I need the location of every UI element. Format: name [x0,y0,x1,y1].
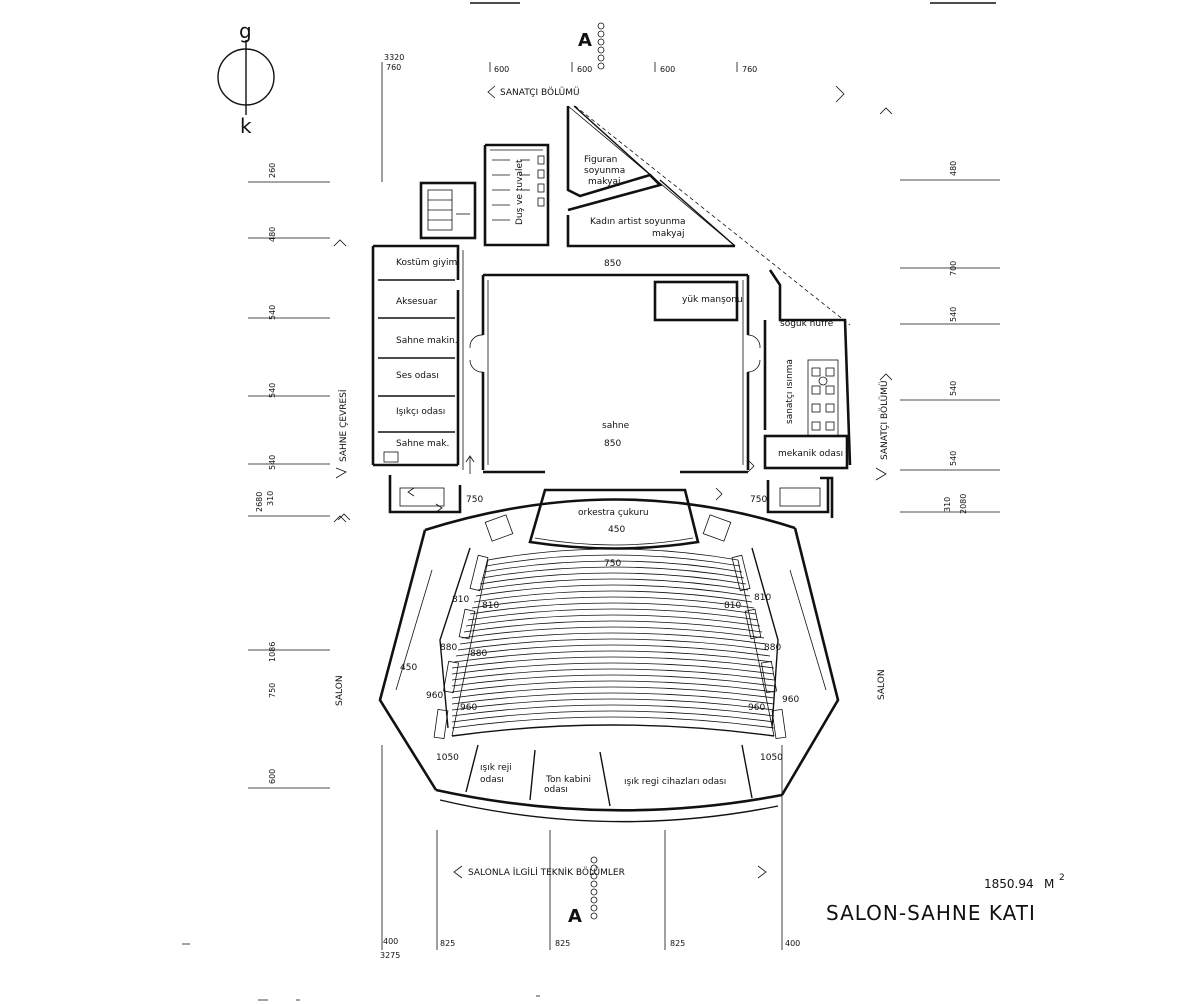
dim-top-600: 600 [494,65,509,74]
dim-right-540: 540 [949,451,958,466]
dim-top-760: 760 [742,65,757,74]
dim-bottom-400: 400 [785,939,800,948]
dimension-labels: 3320 760 600 600 600 760 260 480 540 540… [255,53,968,960]
room-kostum: Kostüm giyim [396,258,457,268]
dim-row-810: 810 [754,593,771,603]
room-kadin-artist: Kadın artist soyunma [590,217,686,227]
room-labels: Figuran soyunma makyaj Duş ve tuvalet Ka… [396,155,843,795]
dim-side-750-right: 750 [750,495,767,505]
dim-left-540: 540 [268,455,277,470]
room-soguk-hufre: soğuk hüfre [780,319,834,329]
room-mekanik-odasi: mekanik odası [778,449,843,459]
room-orkestra-dim: 450 [608,525,625,535]
dim-left-310: 310 [266,491,275,506]
dim-row-810: 810 [482,601,499,611]
dim-row-880: 880 [764,643,781,653]
area-value: 1850.94 [984,877,1034,891]
dim-row-960: 960 [426,691,443,701]
dim-row-750: 750 [604,559,621,569]
zone-artist-top: SANATÇI BÖLÜMÜ [500,87,580,98]
dim-left-260: 260 [268,163,277,178]
dim-row-1050: 1050 [436,753,459,763]
dim-top-760: 760 [386,63,401,72]
room-sahne-makin: Sahne makin. [396,336,458,346]
room-isik-regi-cihaz: ışık regi cihazları odası [624,777,726,787]
title-block: 1850.94 M 2 SALON-SAHNE KATI [826,873,1065,925]
dimension-lines [182,62,1000,1001]
dim-row-960: 960 [460,703,477,713]
compass-icon: g k [217,19,275,138]
room-yuk-mansonu: yük manşonu [682,295,743,305]
area-unit: M [1044,877,1054,891]
dim-right-480: 480 [949,161,958,176]
room-figuran-line3: makyaj [588,177,621,187]
area-unit-superscript: 2 [1059,873,1065,883]
dim-stage-width: 850 [604,259,621,269]
dim-left-540: 540 [268,305,277,320]
room-sanatci-isinma: sanatçı ısınma [785,359,795,424]
dim-bottom-3275: 3275 [380,951,400,960]
dim-top-600: 600 [660,65,675,74]
dim-side-750-left: 750 [466,495,483,505]
building-walls [371,105,852,823]
dim-left-600: 600 [268,769,277,784]
room-isik-reji: ışık reji [480,763,512,773]
dim-right-310: 310 [943,497,952,512]
hall-dimension-labels: 750 750 750 810 810 810 810 880 880 880 … [400,495,799,763]
dim-bottom-825: 825 [555,939,570,948]
zone-artist-right: SANATÇI BÖLÜMÜ [879,380,890,460]
dim-row-880: 880 [470,649,487,659]
zone-labels: SANATÇI BÖLÜMÜ SANATÇI BÖLÜMÜ SAHNE ÇEVR… [333,85,893,879]
room-sahne-dim: 850 [604,439,621,449]
dim-left-540: 540 [268,383,277,398]
section-mark-bottom: A [568,856,598,927]
room-orkestra: orkestra çukuru [578,508,649,518]
room-isikci-odasi: Işıkçı odası [396,407,445,417]
dim-left-2680: 2680 [255,492,264,512]
room-sahne-mak: Sahne mak. [396,439,449,449]
dim-bottom-400: 400 [383,937,398,946]
dim-right-540: 540 [949,381,958,396]
zone-technical: SALONLA İLGİLİ TEKNİK BÖLÜMLER [468,867,625,878]
room-figuran-line2: soyunma [584,166,625,176]
dim-row-880: 880 [440,643,457,653]
room-kadin-artist-line2: makyaj [652,229,685,239]
section-letter-bottom: A [568,906,582,927]
section-mark-top: A [578,22,605,70]
zone-hall-right: SALON [877,669,887,700]
dim-left-480: 480 [268,227,277,242]
room-ton-kabini-line2: odası [544,785,568,795]
dim-right-700: 700 [949,261,958,276]
dim-right-540: 540 [949,307,958,322]
room-aksesuar: Aksesuar [396,297,438,307]
compass-north-letter: g [239,19,252,43]
dim-row-960: 960 [782,695,799,705]
room-sahne: sahne [602,421,630,431]
section-letter-top: A [578,30,592,51]
dim-row-1050: 1050 [760,753,783,763]
room-isik-reji-line2: odası [480,775,504,785]
dim-row-960: 960 [748,703,765,713]
dim-row-810: 810 [724,601,741,611]
dim-bottom-825: 825 [670,939,685,948]
dim-row-810: 810 [452,595,469,605]
dim-top-600: 600 [577,65,592,74]
dim-left-1086: 1086 [268,642,277,662]
room-ses-odasi: Ses odası [396,371,439,381]
room-ton-kabini: Ton kabini [545,775,591,785]
compass-south-letter: k [240,114,252,138]
zone-stage-surround: SAHNE ÇEVRESİ [338,389,349,462]
room-figuran: Figuran [584,155,617,165]
room-dus-tuvalet: Duş ve tuvalet [515,159,525,225]
dim-top-3320: 3320 [384,53,404,62]
dim-aisle-450: 450 [400,663,417,673]
dim-left-750: 750 [268,683,277,698]
zone-hall-left: SALON [335,675,345,706]
dim-bottom-825: 825 [440,939,455,948]
dim-right-2080: 2080 [959,494,968,514]
drawing-title: SALON-SAHNE KATI [826,901,1036,925]
